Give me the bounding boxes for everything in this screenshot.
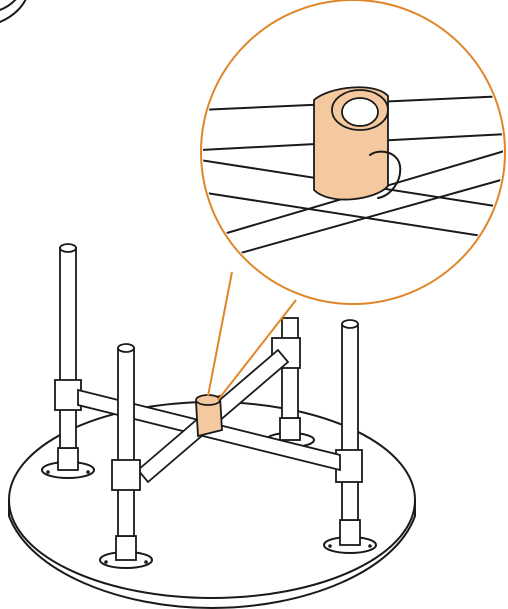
center-clamp-highlight	[195, 394, 223, 438]
leg-front-right	[323, 319, 377, 554]
callout-connector	[207, 271, 297, 401]
leg-rear-right	[265, 317, 315, 448]
tabletop-edge	[0, 0, 27, 23]
leg-rear-left	[41, 243, 95, 479]
leg-front-left	[99, 343, 153, 569]
detail-magnifier	[200, 0, 506, 305]
